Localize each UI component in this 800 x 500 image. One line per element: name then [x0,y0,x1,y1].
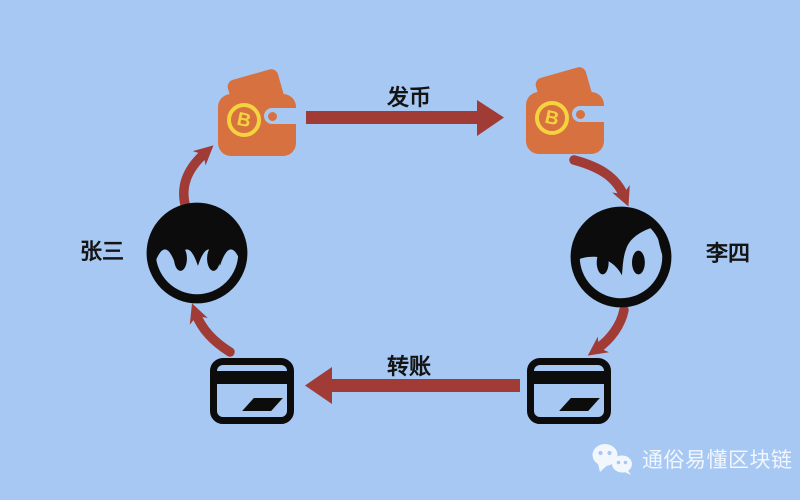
eye-right [632,250,645,275]
watermark-text: 通俗易懂区块链 [642,449,793,472]
wallet-clasp-dot [576,110,585,119]
arrow-face-to-wallet [179,145,214,213]
card-signature [242,398,283,411]
hair-swoosh [576,212,655,276]
issue-arrow-shaft [306,111,478,124]
transfer-arrow [305,367,520,404]
face-left-icon [146,202,248,304]
watermark: 通俗易懂区块链 [592,443,793,475]
eye-right [207,246,220,271]
actor-right-label: 李四 [705,241,751,266]
bitcoin-coin-icon: B [227,103,261,137]
eye-left [596,250,609,275]
bitcoin-symbol: B [235,108,253,132]
arrow-card-to-face [189,303,235,357]
wallet-right: B [526,65,606,156]
issue-arrow-head [477,100,504,136]
eye-left [174,246,187,271]
arrow-face-to-card [587,305,629,356]
hair-wavy [151,203,243,266]
transfer-arrow-head [305,367,332,404]
face-outline [570,206,672,308]
arrow-wallet-to-face [569,155,630,207]
card-stripe [534,371,604,384]
wallet-clasp-dot [268,112,277,121]
actor-left-label: 张三 [79,239,125,264]
bitcoin-symbol: B [543,106,561,130]
issue-label: 发币 [386,85,432,110]
wechat-icon [592,444,632,475]
face-right-icon [570,206,672,308]
bitcoin-coin-icon: B [535,101,569,135]
issue-arrow [306,100,504,136]
transfer-arrow-shaft [331,379,520,392]
wallet-left: B [218,67,298,158]
hair-rim [656,229,665,261]
card-signature [559,398,600,411]
card-right-icon [527,358,611,424]
card-stripe [217,371,287,384]
transfer-label: 转账 [386,354,432,379]
card-left-icon [210,358,294,424]
